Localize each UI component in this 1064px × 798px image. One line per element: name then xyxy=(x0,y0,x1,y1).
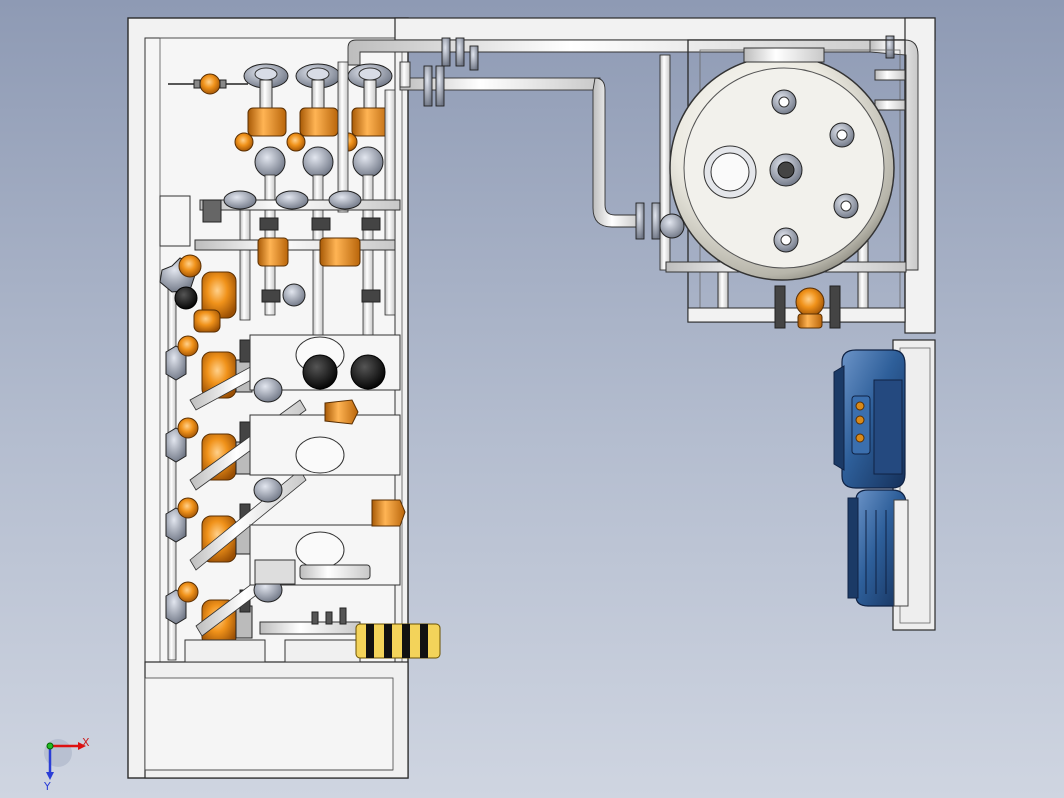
black-sensor-2[interactable] xyxy=(350,354,386,390)
pump-head-1[interactable] xyxy=(254,146,286,178)
status-led-icon xyxy=(855,415,865,425)
valve-actuator-2[interactable] xyxy=(286,107,339,152)
orange-nozzle-1[interactable] xyxy=(324,399,359,425)
top-piping[interactable] xyxy=(347,39,919,271)
nozzle-3[interactable] xyxy=(347,63,393,116)
middle-manifold[interactable] xyxy=(159,190,401,307)
yellow-cable-connectors[interactable] xyxy=(355,623,441,659)
horizontal-tank[interactable] xyxy=(659,47,895,281)
small-valve-upper-left[interactable] xyxy=(168,73,248,95)
vessel-bottom-valve[interactable] xyxy=(774,285,841,329)
pump-head-2[interactable] xyxy=(302,146,334,178)
valve-actuator-1[interactable] xyxy=(234,107,287,152)
pump-head-3[interactable] xyxy=(352,146,384,178)
status-led-icon xyxy=(855,433,865,443)
pump-unit-1[interactable] xyxy=(159,254,237,333)
coordinate-triad: X Y xyxy=(43,736,90,793)
y-axis-label: Y xyxy=(43,780,51,793)
orange-nozzle-2[interactable] xyxy=(371,499,406,527)
x-axis-label: X xyxy=(82,736,90,749)
controller-top[interactable] xyxy=(833,349,906,489)
nozzle-2[interactable] xyxy=(295,63,341,116)
status-led-icon xyxy=(855,401,865,411)
center-blocks[interactable] xyxy=(249,334,406,603)
left-pump-column[interactable] xyxy=(159,254,253,661)
black-sensor-1[interactable] xyxy=(302,354,338,390)
controller-bottom[interactable] xyxy=(847,489,909,607)
nozzle-1[interactable] xyxy=(243,63,289,116)
top-flanges[interactable] xyxy=(423,35,895,240)
bottom-connectors[interactable] xyxy=(184,607,441,663)
